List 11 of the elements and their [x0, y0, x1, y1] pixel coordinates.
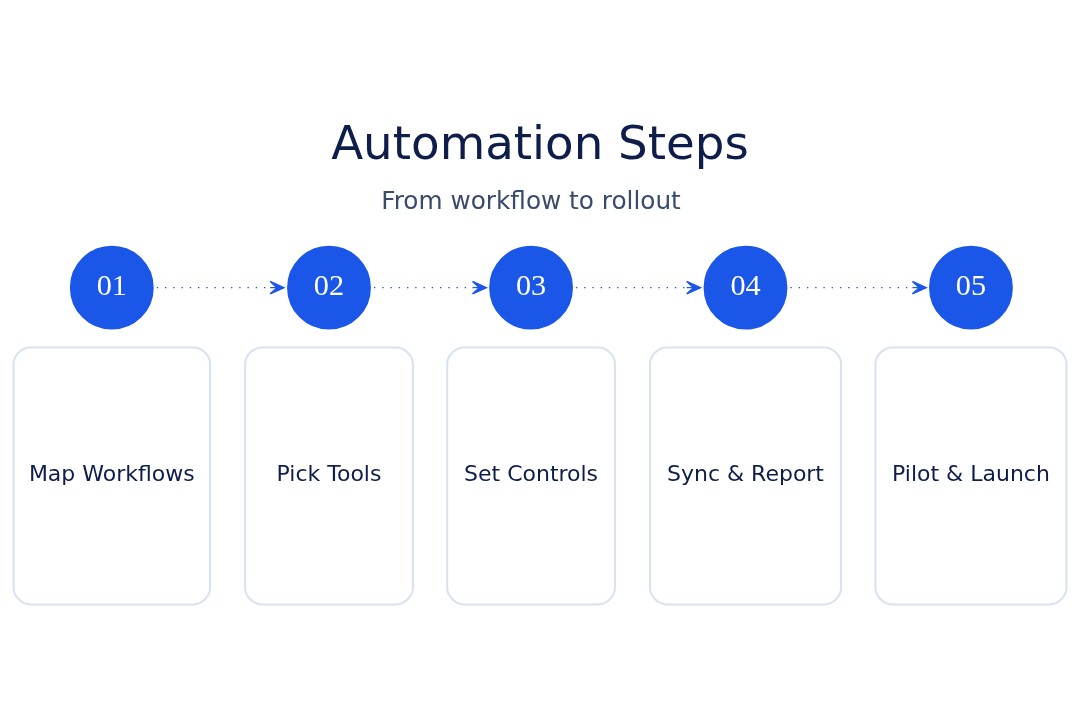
node-box: Sync & Report: [648, 345, 843, 606]
arrow: [575, 280, 702, 294]
diagram-title: Automation Steps: [331, 115, 749, 170]
arrow: [156, 280, 285, 294]
node-box: Map Workflows: [12, 345, 212, 606]
label: From workflow to rollout: [381, 185, 681, 215]
node-box: Pick Tools: [244, 345, 414, 606]
node-box: Set Controls: [446, 345, 616, 606]
arrow: [789, 280, 927, 294]
node-box: Pilot & Launch: [874, 345, 1068, 606]
arrow: [373, 280, 487, 294]
